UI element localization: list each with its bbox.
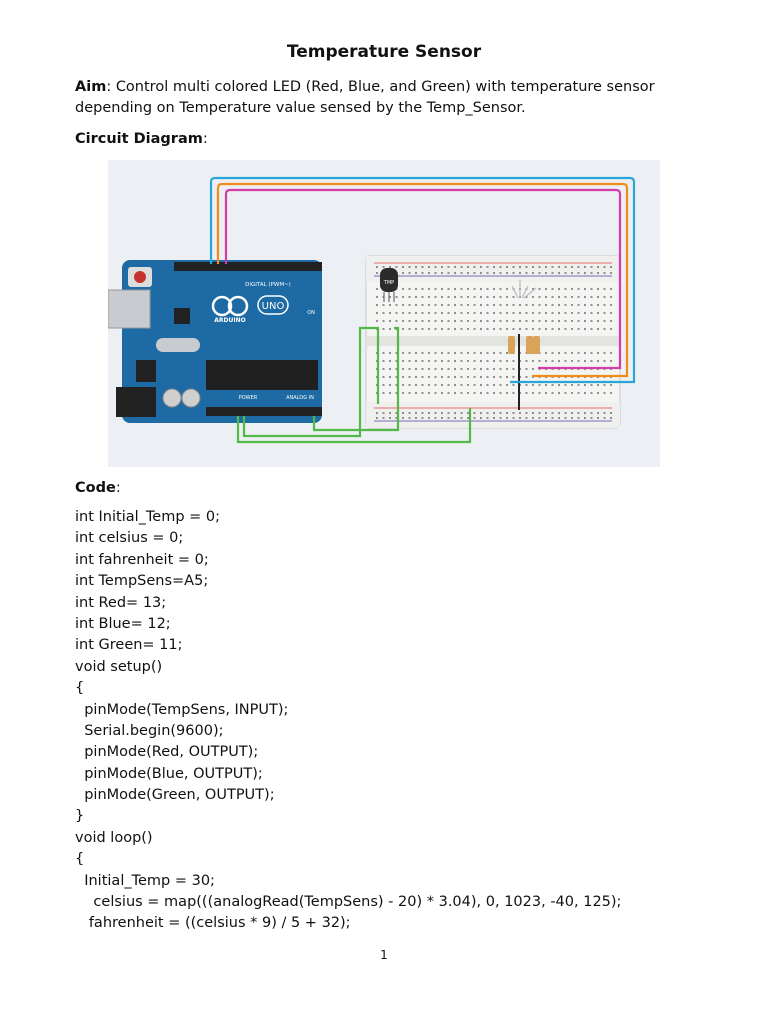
code-line: int celsius = 0; bbox=[75, 530, 184, 547]
sensor-label: TMP bbox=[383, 280, 394, 286]
aim-text: Control multi colored LED (Red, Blue, an… bbox=[75, 79, 655, 116]
circuit-diagram-heading: Circuit Diagram: bbox=[75, 131, 208, 147]
code-line: pinMode(Blue, OUTPUT); bbox=[75, 765, 263, 782]
aim-paragraph: Aim: Control multi colored LED (Red, Blu… bbox=[75, 79, 655, 116]
code-line: pinMode(TempSens, INPUT); bbox=[75, 701, 289, 718]
analog-in-label: ANALOG IN bbox=[286, 395, 314, 401]
circuit-diagram-image: UNO ARDUINO DIGITAL (PWM~) POWER ANALOG … bbox=[107, 176, 636, 444]
code-line: } bbox=[75, 808, 85, 825]
code-line: Initial_Temp = 30; bbox=[75, 872, 215, 889]
code-line: { bbox=[75, 680, 85, 697]
code-line: void setup() bbox=[75, 658, 163, 675]
code-label: Code bbox=[75, 480, 116, 496]
code-line: { bbox=[75, 851, 85, 868]
on-led-label: ON bbox=[307, 310, 315, 316]
code-block: int Initial_Temp = 0; int celsius = 0; int… bbox=[75, 507, 621, 935]
code-line: fahrenheit = ((celsius * 9) / 5 + 32); bbox=[75, 915, 351, 932]
breadboard bbox=[365, 255, 621, 429]
code-line: int Initial_Temp = 0; bbox=[75, 509, 221, 525]
code-line: Serial.begin(9600); bbox=[75, 722, 224, 739]
circuit-diagram-label: Circuit Diagram bbox=[75, 131, 203, 147]
code-line: int Red= 13; bbox=[75, 594, 167, 611]
board-model-label: UNO bbox=[262, 301, 285, 312]
code-line: void loop() bbox=[75, 829, 153, 846]
rgb-led bbox=[511, 280, 537, 299]
digital-header-label: DIGITAL (PWM~) bbox=[245, 282, 291, 288]
code-line: pinMode(Red, OUTPUT); bbox=[75, 744, 259, 761]
wires bbox=[209, 176, 636, 444]
page-number: 1 bbox=[380, 948, 388, 962]
code-line: int Green= 11; bbox=[75, 637, 183, 654]
code-line: int TempSens=A5; bbox=[75, 573, 209, 590]
arduino-board: UNO ARDUINO DIGITAL (PWM~) POWER ANALOG … bbox=[107, 260, 322, 423]
code-line: int Blue= 12; bbox=[75, 615, 171, 632]
aim-label: Aim bbox=[75, 79, 107, 95]
code-line: pinMode(Green, OUTPUT); bbox=[75, 787, 275, 804]
code-heading: Code: bbox=[75, 480, 121, 496]
resistors bbox=[508, 334, 540, 410]
board-brand-label: ARDUINO bbox=[214, 317, 245, 324]
power-label: POWER bbox=[239, 395, 258, 401]
code-line: celsius = map(((analogRead(TempSens) - 2… bbox=[75, 894, 622, 911]
circuit-diagram: UNO ARDUINO DIGITAL (PWM~) POWER ANALOG … bbox=[107, 160, 660, 467]
code-line: int fahrenheit = 0; bbox=[75, 551, 209, 568]
temperature-sensor: TMP bbox=[380, 268, 398, 302]
page-title: Temperature Sensor bbox=[286, 42, 482, 62]
